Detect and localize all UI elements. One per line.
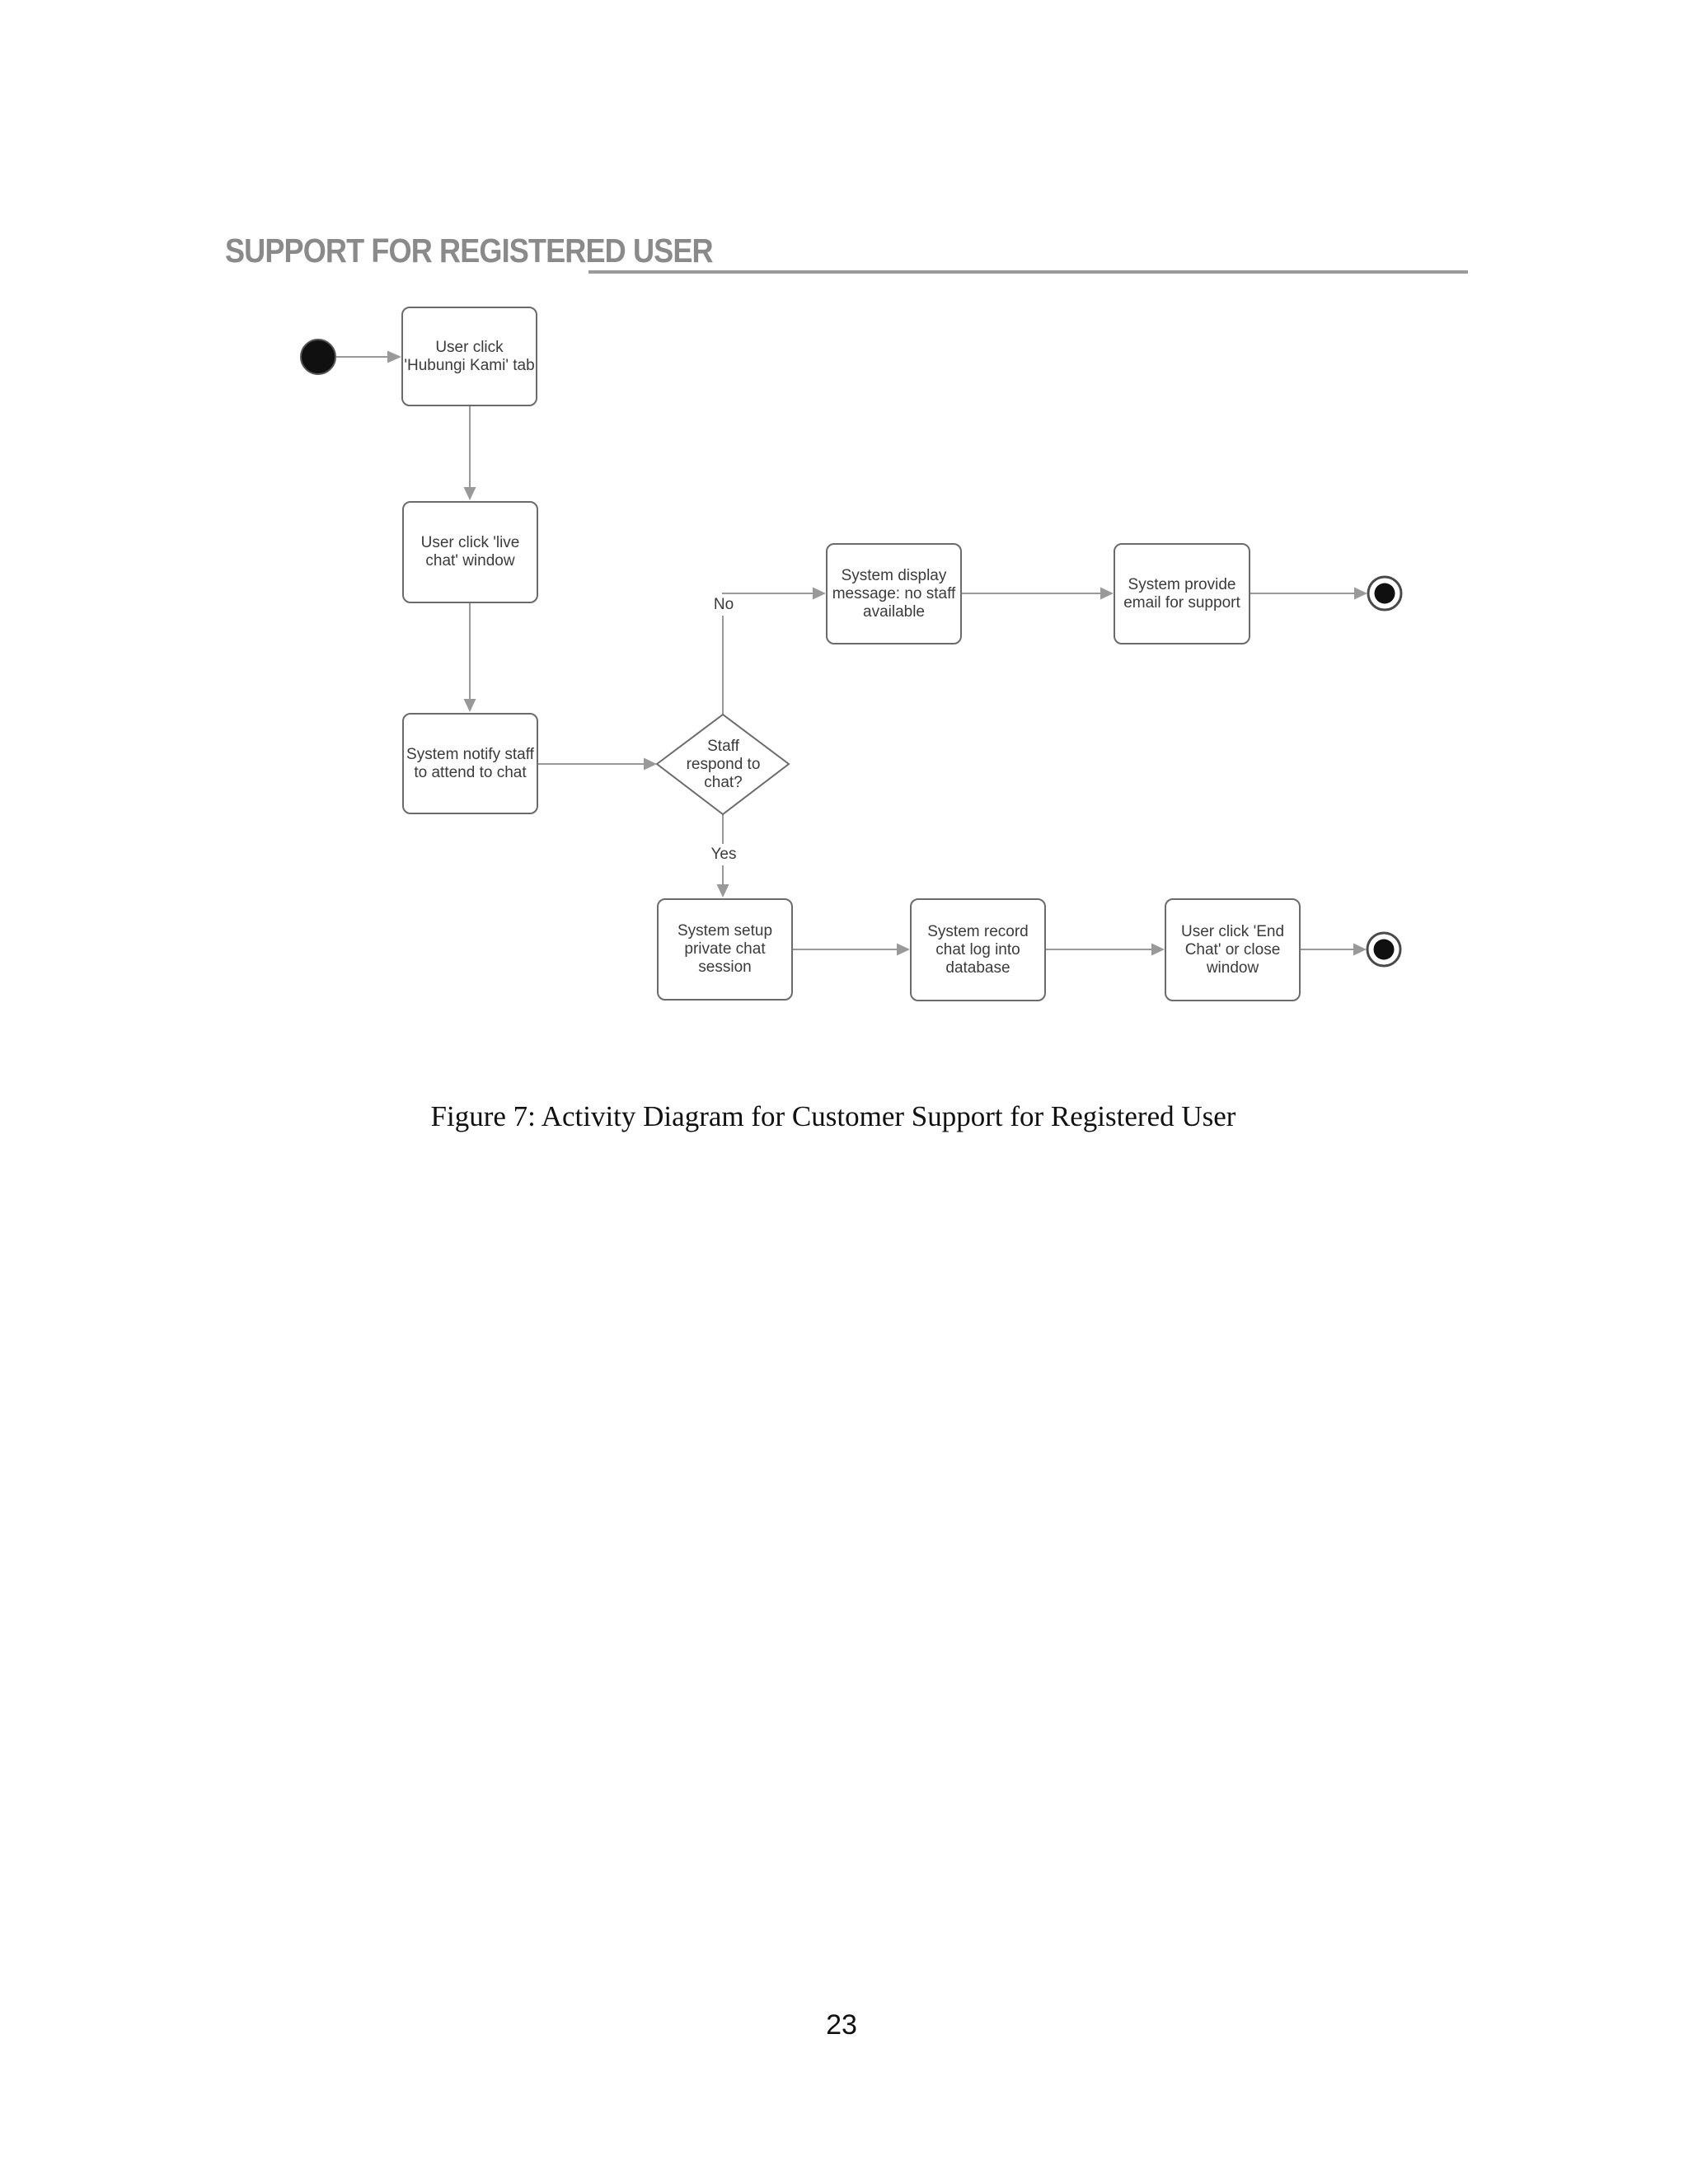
final-node-icon — [1367, 575, 1403, 612]
arrowhead-icon — [716, 884, 729, 898]
activity-box-setup-private-chat: System setup private chat session — [657, 898, 793, 1001]
decision-node-label: Staff respond to chat? — [686, 738, 761, 791]
activity-box-provide-email: System provide email for support — [1114, 543, 1250, 644]
activity-box-display-no-staff: System display message: no staff availab… — [826, 543, 962, 644]
arrowhead-icon — [1354, 587, 1367, 600]
arrowhead-icon — [1353, 943, 1367, 956]
section-heading: SUPPORT FOR REGISTERED USER — [225, 232, 714, 269]
arrowhead-icon — [1100, 587, 1114, 600]
arrowhead-icon — [463, 487, 476, 500]
edge-label-yes: Yes — [706, 844, 742, 865]
final-node-icon — [1366, 931, 1402, 968]
activity-box-click-live-chat: User click 'live chat' window — [402, 501, 538, 603]
figure-caption: Figure 7: Activity Diagram for Customer … — [430, 1100, 1236, 1132]
arrowhead-icon — [813, 587, 826, 600]
arrowhead-icon — [644, 757, 657, 771]
arrowhead-icon — [897, 943, 910, 956]
activity-box-record-chat-log: System record chat log into database — [910, 898, 1046, 1001]
edge-decision-no-to-display — [722, 593, 814, 715]
arrowhead-icon — [387, 350, 401, 363]
activity-box-notify-staff: System notify staff to attend to chat — [402, 713, 538, 814]
activity-box-click-hubungi-kami: User click 'Hubungi Kami' tab — [401, 307, 537, 406]
flow-connectors — [336, 356, 1356, 950]
initial-node-icon — [300, 339, 336, 375]
activity-box-end-chat: User click 'End Chat' or close window — [1165, 898, 1301, 1001]
heading-underline — [588, 270, 1468, 274]
page-number: 23 — [826, 2009, 857, 2041]
arrowhead-icon — [463, 699, 476, 712]
arrowhead-icon — [1151, 943, 1165, 956]
arrowheads — [387, 350, 1367, 956]
decision-diamond-shape — [655, 713, 790, 816]
edge-label-no: No — [708, 594, 739, 616]
